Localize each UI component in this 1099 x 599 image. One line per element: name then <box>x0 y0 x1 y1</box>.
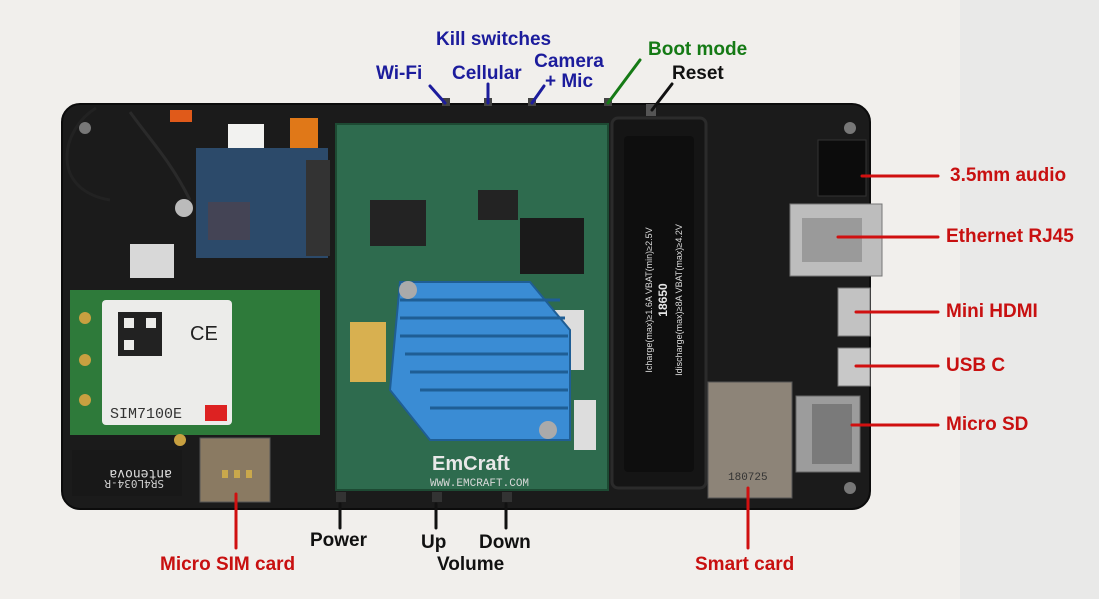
antenna-region <box>72 450 182 496</box>
wifi-chip <box>208 202 250 240</box>
reset-pointer <box>650 82 674 112</box>
emcraft-url-text: WWW.EMCRAFT.COM <box>430 478 529 490</box>
camera-mic-label-line2: + Mic <box>544 71 594 92</box>
camera-pointer <box>530 84 546 105</box>
smart-card-label: Smart card <box>695 554 795 575</box>
usbc-label: USB C <box>946 355 1006 376</box>
ram-chip <box>520 218 584 274</box>
wifi-pointer <box>428 84 447 105</box>
microsd-label: Micro SD <box>946 414 1029 435</box>
smart-card-slot <box>707 381 793 499</box>
antenna-part-text: SR4L034-R <box>104 477 164 490</box>
ethernet-label: Ethernet RJ45 <box>946 226 1074 247</box>
mount-hole <box>844 122 856 134</box>
power-label: Power <box>310 530 368 551</box>
ufl-connector <box>79 354 91 366</box>
battery-size-text: 18650 <box>656 283 670 317</box>
emcraft-logo-text: EmCraft <box>432 453 510 475</box>
boot-mode-pointer <box>606 58 642 105</box>
gnss-module <box>130 244 174 278</box>
modem-model-text: SIM7100E <box>110 406 182 423</box>
wifi-label: Wi-Fi <box>376 63 423 84</box>
volume-label: Volume <box>437 554 505 575</box>
reset-label: Reset <box>672 63 724 84</box>
m2-slot <box>306 160 330 256</box>
ce-mark: CE <box>190 323 218 345</box>
antenna-cable <box>65 106 111 202</box>
pmic-chip <box>370 200 426 246</box>
antenna-brand-text: antenova <box>109 466 172 481</box>
camera-mic-label: Camera + Mic <box>530 52 608 92</box>
audio-label: 3.5mm audio <box>950 165 1067 186</box>
screw <box>175 199 193 217</box>
micro-sim-label: Micro SIM card <box>160 554 296 575</box>
camera-mic-label-line1: Camera <box>534 51 604 72</box>
connector-orange <box>170 110 192 122</box>
audio-jack <box>817 139 867 197</box>
volume-up-button <box>432 492 442 502</box>
mini-hdmi-label: Mini HDMI <box>946 301 1038 322</box>
antenna-cable <box>128 111 192 201</box>
heatsink <box>388 281 571 441</box>
volume-down-button <box>502 492 512 502</box>
ufl-connector <box>79 312 91 324</box>
sim-logo <box>205 405 227 421</box>
serial-label <box>574 400 596 450</box>
boot-mode-label: Boot mode <box>648 39 748 60</box>
battery-spec-line2: Idischarge(max)≥8A VBAT(max)≥4.2V <box>674 224 684 376</box>
gold-pads <box>350 322 386 382</box>
background-wall <box>960 0 1099 599</box>
battery-spec-line1: Icharge(max)≥1.6A VBAT(min)≥2.5V <box>644 227 654 372</box>
ufl-connector <box>79 394 91 406</box>
battery-cavity <box>624 136 694 472</box>
mount-hole <box>79 122 91 134</box>
up-label: Up <box>421 532 447 553</box>
kill-switches-label: Kill switches <box>436 29 552 50</box>
down-label: Down <box>479 532 531 553</box>
chip <box>478 190 518 220</box>
power-button <box>336 492 346 502</box>
mount-hole <box>844 482 856 494</box>
smartcard-code-text: 180725 <box>728 472 768 484</box>
cellular-label: Cellular <box>452 63 522 84</box>
ufl-connector <box>174 434 186 446</box>
